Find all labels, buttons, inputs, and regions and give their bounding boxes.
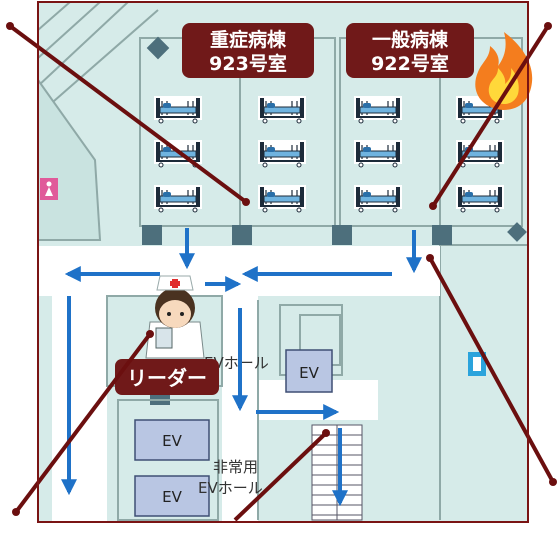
- nurse-icon: [145, 275, 205, 359]
- pointer-end: [429, 202, 437, 210]
- ward-label-general: 一般病棟 922号室: [346, 23, 474, 78]
- elevator-label: EV: [299, 364, 319, 382]
- elevator-label: EV: [162, 488, 182, 506]
- diagram-frame: [37, 1, 529, 523]
- pointer-end: [426, 254, 434, 262]
- diagonal-walls: [37, 1, 159, 116]
- evacuation-arrows: [61, 228, 422, 507]
- ward-label-line1: 重症病棟: [210, 28, 287, 51]
- west-corridor: [52, 246, 107, 522]
- elevator-car-3: EV: [134, 475, 210, 517]
- emergency-hall-line1: 非常用: [213, 458, 258, 476]
- pointer-end: [242, 198, 250, 206]
- pointer-line: [428, 257, 555, 483]
- emergency-hall-line2: EVホール: [198, 479, 263, 497]
- pointer-lines: [6, 22, 557, 522]
- pointer-line: [8, 24, 248, 204]
- leader-badge: リーダー: [115, 359, 219, 395]
- pointer-end: [12, 508, 20, 516]
- fire-icon: [475, 32, 533, 110]
- ward-label-line1: 一般病棟: [372, 28, 449, 51]
- ward-label-line2: 923号室: [209, 52, 287, 75]
- elevator-car-1: EV: [285, 349, 333, 393]
- restroom-sign-icon: [468, 352, 486, 376]
- ward-label-severe: 重症病棟 923号室: [182, 23, 314, 78]
- elevator-car-2: EV: [134, 419, 210, 461]
- leader-label: リーダー: [127, 366, 207, 390]
- pointer-end: [322, 429, 330, 437]
- elevator-label: EV: [162, 432, 182, 450]
- pointer-end: [544, 22, 552, 30]
- ev-hall-label: EVホール: [204, 354, 269, 372]
- pointer-end: [549, 478, 557, 486]
- pointer-line: [233, 431, 328, 522]
- pointer-end: [6, 22, 14, 30]
- toilet-icon: [40, 178, 58, 200]
- ward-label-line2: 922号室: [371, 52, 449, 75]
- pointer-end: [146, 330, 154, 338]
